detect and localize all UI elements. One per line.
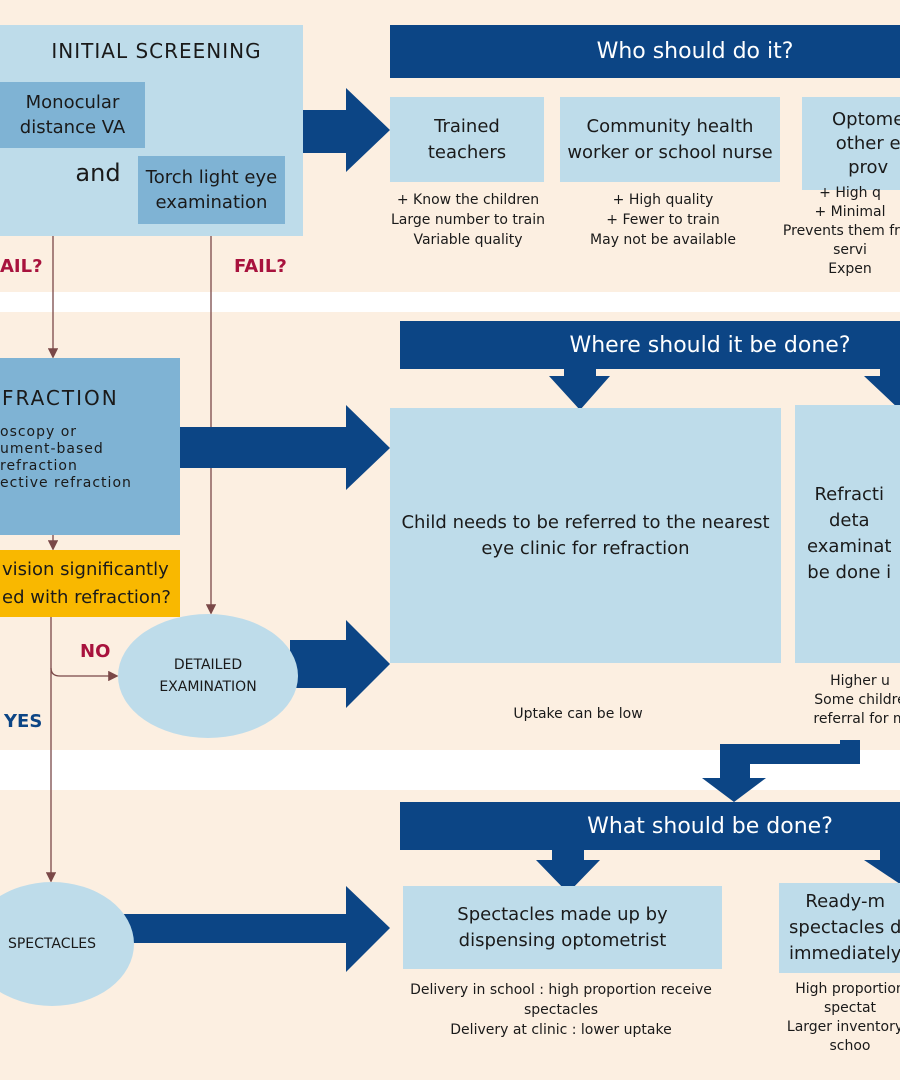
arrow-where-down-left [549,369,610,410]
where-option-in-school: Refracti deta examinat be done i [795,405,900,663]
arrow-where-down-right [864,369,900,410]
initial-screening-title: INITIAL SCREENING [51,39,262,63]
detailed-examination-node: DETAILED EXAMINATION [118,614,298,738]
arrow-spectacles-to-what [122,886,390,972]
who-note-community: + High quality + Fewer to train May not … [590,192,736,248]
what-header: What should be done? [400,802,900,850]
who-option-community: Community health worker or school nurse [560,97,780,182]
torch-light-box: Torch light eye examination [138,156,285,224]
and-label: and [75,159,121,187]
refraction-box: FRACTION oscopy or ument-based refractio… [0,358,180,535]
who-note-optometrist: + High q + Minimal Prevents them fron se… [782,185,900,277]
where-note-in-school: Higher u Some childre referral for m [813,673,900,727]
where-note-referral: Uptake can be low [513,706,643,722]
spectacles-node: SPECTACLES [0,882,134,1006]
arrow-detailed-to-where [290,620,390,708]
what-note-dispensing: Delivery in school : high proportion rec… [410,982,712,1038]
who-option-teachers: Trained teachers [390,97,544,182]
what-note-ready-made: High proportion spectat Larger inventory… [786,981,900,1054]
yes-label: YES [4,711,43,732]
arrow-refraction-to-where [180,405,390,490]
vision-improved-question: vision significantly ed with refraction? [0,550,180,617]
fail-right-label: FAIL? [234,256,287,277]
arrow-screening-to-who [303,88,390,172]
where-option-referral: Child needs to be referred to the neares… [390,408,781,663]
refraction-methods: oscopy or ument-based refraction ective … [0,424,132,491]
where-header: Where should it be done? [400,321,900,369]
what-option-dispensing: Spectacles made up by dispensing optomet… [403,886,722,969]
who-header: Who should do it? [390,25,900,78]
monocular-va-box: Monocular distance VA [0,82,145,148]
fail-left-label: AIL? [0,256,43,277]
who-note-teachers: + Know the children Large number to trai… [390,192,546,248]
refraction-title: FRACTION [2,386,119,410]
what-option-ready-made: Ready-m spectacles d immediately [779,883,900,973]
no-label: NO [80,641,111,662]
arrow-elbow [702,740,860,802]
who-option-optometrist: Optome other e prov [802,97,900,190]
arrow-what-down-left [536,850,600,893]
arrow-what-down-right [864,850,900,884]
